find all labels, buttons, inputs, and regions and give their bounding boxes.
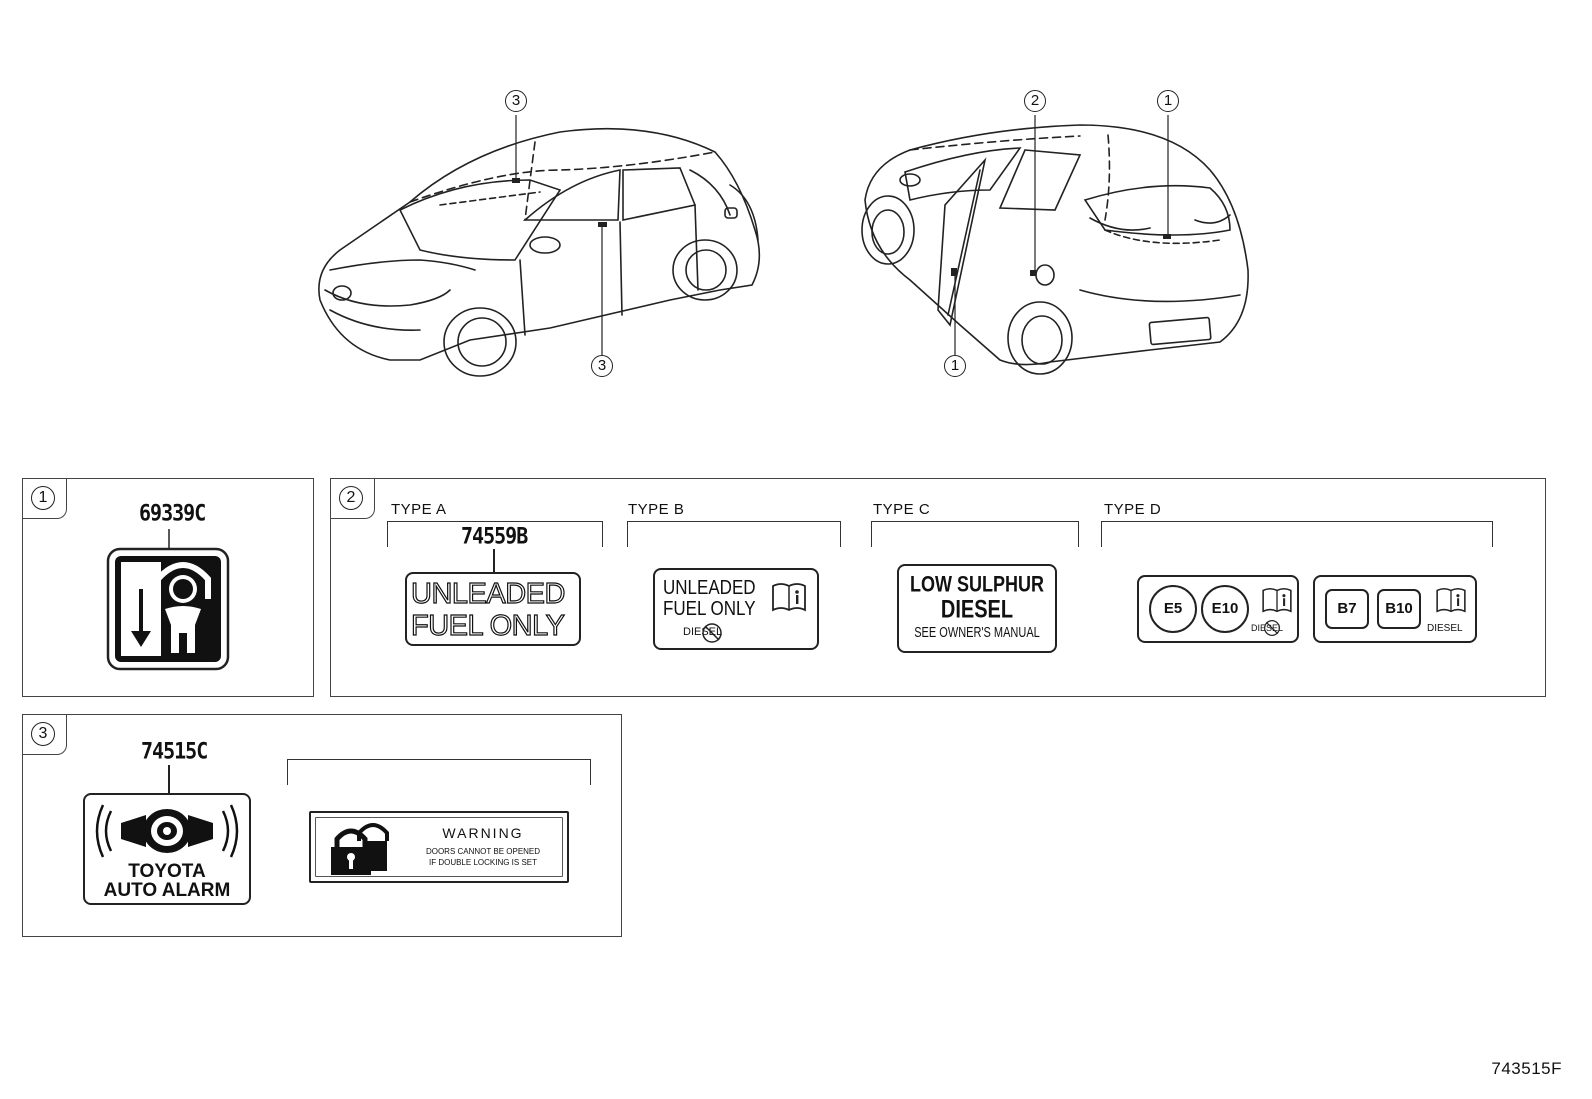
child-lock-label-icon (106, 529, 230, 671)
panel-1: 1 69339C (22, 478, 314, 697)
decal-line-1: UNLEADED (663, 576, 756, 599)
decal-inner-border (315, 817, 563, 877)
alarm-line-1: TOYOTA (128, 861, 206, 882)
unleaded-decal-type-a: UNLEADED FUEL ONLY (405, 572, 581, 646)
decal-line-1: UNLEADED (410, 577, 566, 610)
manual-book-icon (772, 583, 806, 612)
e5-e10-decal: E5 E10 DIESEL (1137, 575, 1299, 643)
front-car-illustration (318, 115, 761, 377)
type-b-label: TYPE B (628, 501, 685, 518)
no-diesel-icon (1264, 620, 1280, 636)
type-c-label: TYPE C (873, 501, 931, 518)
unleaded-decal-type-b: UNLEADED FUEL ONLY DIESEL (653, 568, 819, 650)
panel-number-tab: 2 (331, 479, 375, 519)
callout-rear-hatch: 1 (1157, 90, 1179, 112)
callout-front-bottom: 3 (591, 355, 613, 377)
panel-number-tab: 3 (23, 715, 67, 755)
warning-line-1: DOORS CANNOT BE OPENED (425, 847, 541, 856)
auto-alarm-decal: TOYOTA AUTO ALARM (83, 793, 251, 905)
padlock-icon (331, 823, 389, 875)
decal-line-1: LOW SULPHUR (910, 571, 1044, 597)
alarm-line-2: AUTO ALARM (103, 880, 231, 901)
leader-line (168, 765, 170, 795)
b7-badge: B7 (1325, 589, 1369, 629)
part-number: 74559B (461, 522, 528, 550)
no-diesel-icon (702, 623, 722, 643)
decal-line-3: SEE OWNER'S MANUAL (914, 625, 1040, 641)
decal-line-2: FUEL ONLY (410, 609, 565, 642)
panel-number-tab: 1 (23, 479, 67, 519)
part-number: 74515C (141, 737, 208, 765)
rear-car-illustration (861, 115, 1249, 375)
b10-badge: B10 (1377, 589, 1421, 629)
warning-line-2: IF DOUBLE LOCKING IS SET (428, 858, 538, 867)
type-d-label: TYPE D (1104, 501, 1162, 518)
callout-rear-fuel: 2 (1024, 90, 1046, 112)
decal-line-2: FUEL ONLY (663, 597, 756, 620)
type-c-bracket (871, 521, 1079, 547)
panel-number: 1 (31, 486, 55, 510)
manual-book-icon (1436, 587, 1466, 613)
panel-3: 3 74515C TOYOTA AUTO ALARM (22, 714, 622, 937)
warning-title: WARNING (442, 825, 524, 841)
alarm-siren-icon (95, 804, 239, 858)
low-sulphur-diesel-decal: LOW SULPHUR DIESEL SEE OWNER'S MANUAL (897, 564, 1057, 653)
diesel-text: DIESEL (1427, 623, 1463, 634)
crossed-diesel-text: DIESEL (1251, 623, 1284, 633)
callout-front-top: 3 (505, 90, 527, 112)
e10-badge: E10 (1201, 585, 1249, 633)
double-lock-warning-decal: WARNING DOORS CANNOT BE OPENED IF DOUBLE… (309, 811, 569, 883)
type-a-label: TYPE A (391, 501, 447, 518)
panel-number: 2 (339, 486, 363, 510)
warning-bracket (287, 759, 591, 785)
b7-b10-decal: B7 B10 DIESEL (1313, 575, 1477, 643)
type-a-bracket (387, 521, 603, 547)
decal-line-2: DIESEL (940, 596, 1014, 624)
panel-2: 2 TYPE A 74559B UNLEADED FUEL ONLY TYPE … (330, 478, 1546, 697)
callout-rear-door: 1 (944, 355, 966, 377)
panel-number: 3 (31, 722, 55, 746)
type-b-bracket (627, 521, 841, 547)
e5-badge: E5 (1149, 585, 1197, 633)
manual-book-icon (1262, 587, 1292, 613)
part-number: 69339C (139, 499, 206, 527)
leader-line (493, 549, 495, 573)
type-d-bracket (1101, 521, 1493, 547)
diagram-code: 743515F (1491, 1059, 1562, 1078)
